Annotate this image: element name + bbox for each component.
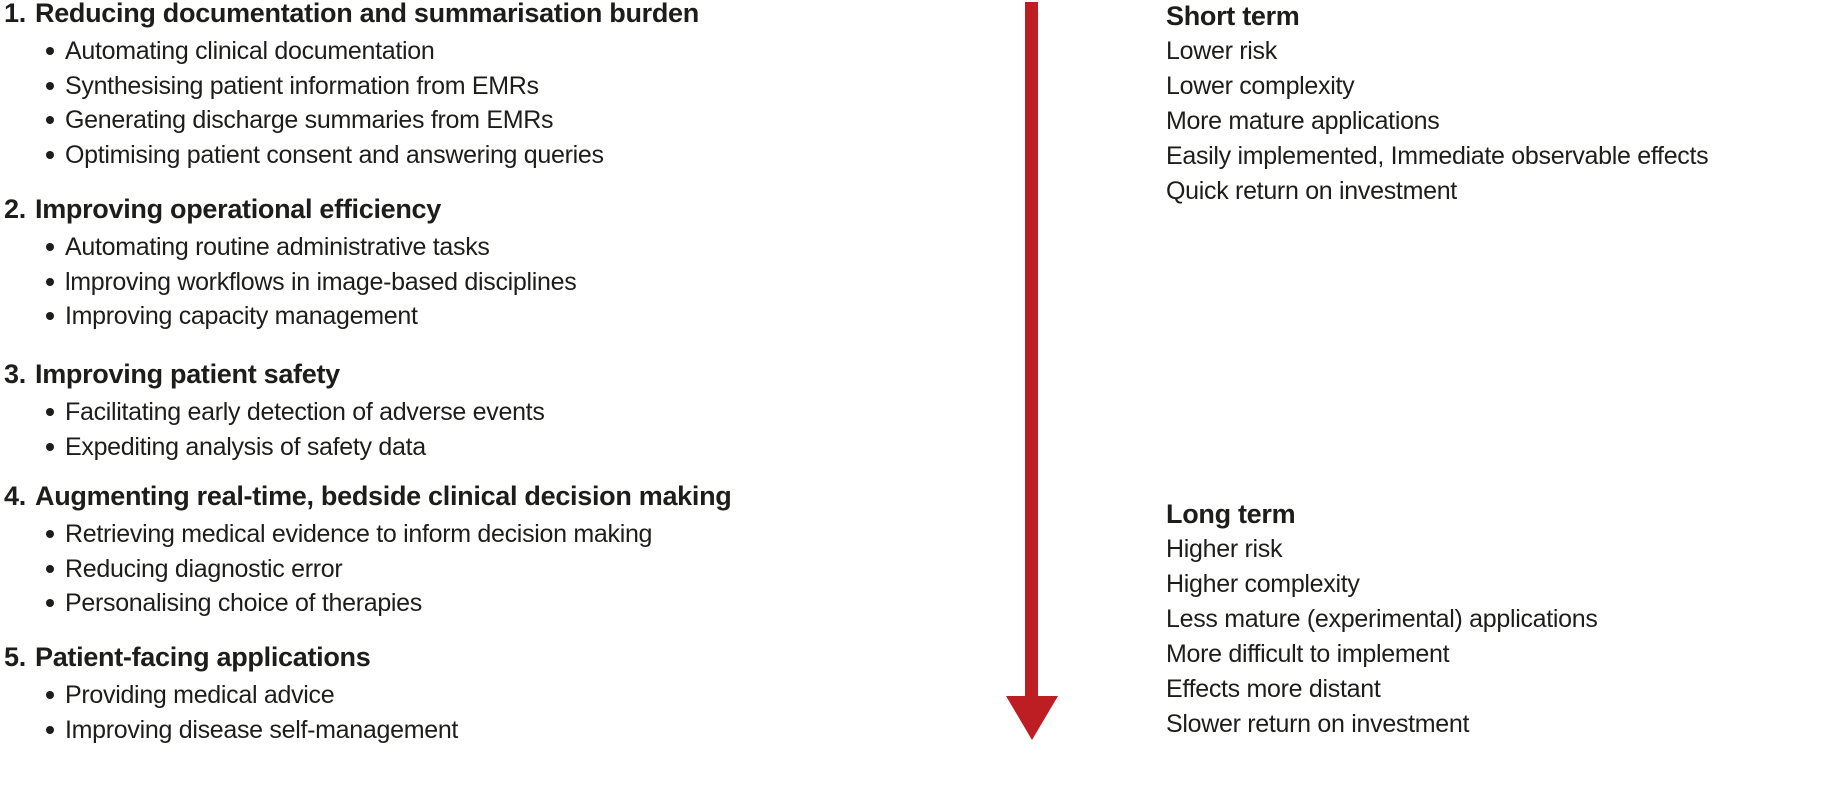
section-number: 2. — [4, 194, 26, 224]
section-title: Improving operational efficiency — [35, 194, 441, 224]
arrow-down-icon — [1006, 696, 1058, 740]
term-item: Lower risk — [1166, 37, 1277, 65]
term-item: More difficult to implement — [1166, 640, 1450, 668]
section-number: 5. — [4, 642, 26, 672]
section-heading: 5. Patient-facing applications — [0, 640, 985, 674]
short-term-title: Short term — [1166, 1, 1300, 31]
bullet-item: Synthesising patient information from EM… — [0, 69, 985, 104]
section-title: Improving patient safety — [35, 359, 340, 389]
term-item: Quick return on investment — [1166, 177, 1457, 205]
section-patient-facing: 5. Patient-facing applications Providing… — [0, 640, 985, 747]
bullet-item: Personalising choice of therapies — [0, 586, 985, 621]
section-patient-safety: 3. Improving patient safety Facilitating… — [0, 357, 985, 464]
bullet-item: Improving capacity management — [0, 299, 985, 334]
section-title: Patient-facing applications — [35, 642, 371, 672]
bullet-item: Expediting analysis of safety data — [0, 430, 985, 465]
section-clinical-decision-making: 4. Augmenting real-time, bedside clinica… — [0, 479, 985, 621]
term-item: Lower complexity — [1166, 72, 1355, 100]
term-item: Higher risk — [1166, 535, 1283, 563]
bullet-item: Improving disease self-management — [0, 713, 985, 748]
bullet-item: lmproving workflows in image-based disci… — [0, 265, 985, 300]
bullet-item: Providing medical advice — [0, 678, 985, 713]
term-item: Less mature (experimental) applications — [1166, 605, 1598, 633]
bullet-item: Automating clinical documentation — [0, 34, 985, 69]
application-list: 1. Reducing documentation and summarisat… — [0, 0, 985, 747]
section-bullets: Providing medical advice Improving disea… — [0, 678, 985, 747]
arrow-shaft — [1025, 2, 1038, 700]
section-number: 1. — [4, 0, 26, 28]
term-item: More mature applications — [1166, 107, 1440, 135]
bullet-item: Automating routine administrative tasks — [0, 230, 985, 265]
section-bullets: Facilitating early detection of adverse … — [0, 395, 985, 464]
section-bullets: Automating routine administrative tasks … — [0, 230, 985, 334]
short-term-block: Short term Lower risk Lower complexity M… — [1166, 0, 1826, 209]
term-item: Slower return on investment — [1166, 710, 1470, 738]
section-title: Augmenting real-time, bedside clinical d… — [35, 481, 732, 511]
section-title: Reducing documentation and summarisation… — [35, 0, 699, 28]
section-bullets: Automating clinical documentation Synthe… — [0, 34, 985, 172]
section-heading: 2. Improving operational efficiency — [0, 192, 985, 226]
section-heading: 4. Augmenting real-time, bedside clinica… — [0, 479, 985, 513]
term-item: Effects more distant — [1166, 675, 1381, 703]
bullet-item: Optimising patient consent and answering… — [0, 138, 985, 173]
bullet-item: Generating discharge summaries from EMRs — [0, 103, 985, 138]
section-heading: 1. Reducing documentation and summarisat… — [0, 0, 985, 30]
bullet-item: Facilitating early detection of adverse … — [0, 395, 985, 430]
section-number: 3. — [4, 359, 26, 389]
section-documentation: 1. Reducing documentation and summarisat… — [0, 0, 985, 172]
bullet-item: Reducing diagnostic error — [0, 552, 985, 587]
term-item: Easily implemented, Immediate observable… — [1166, 142, 1709, 170]
section-number: 4. — [4, 481, 26, 511]
section-bullets: Retrieving medical evidence to inform de… — [0, 517, 985, 621]
bullet-item: Retrieving medical evidence to inform de… — [0, 517, 985, 552]
long-term-title: Long term — [1166, 499, 1296, 529]
long-term-block: Long term Higher risk Higher complexity … — [1166, 497, 1826, 742]
term-item: Higher complexity — [1166, 570, 1360, 598]
section-operational-efficiency: 2. Improving operational efficiency Auto… — [0, 192, 985, 334]
section-heading: 3. Improving patient safety — [0, 357, 985, 391]
